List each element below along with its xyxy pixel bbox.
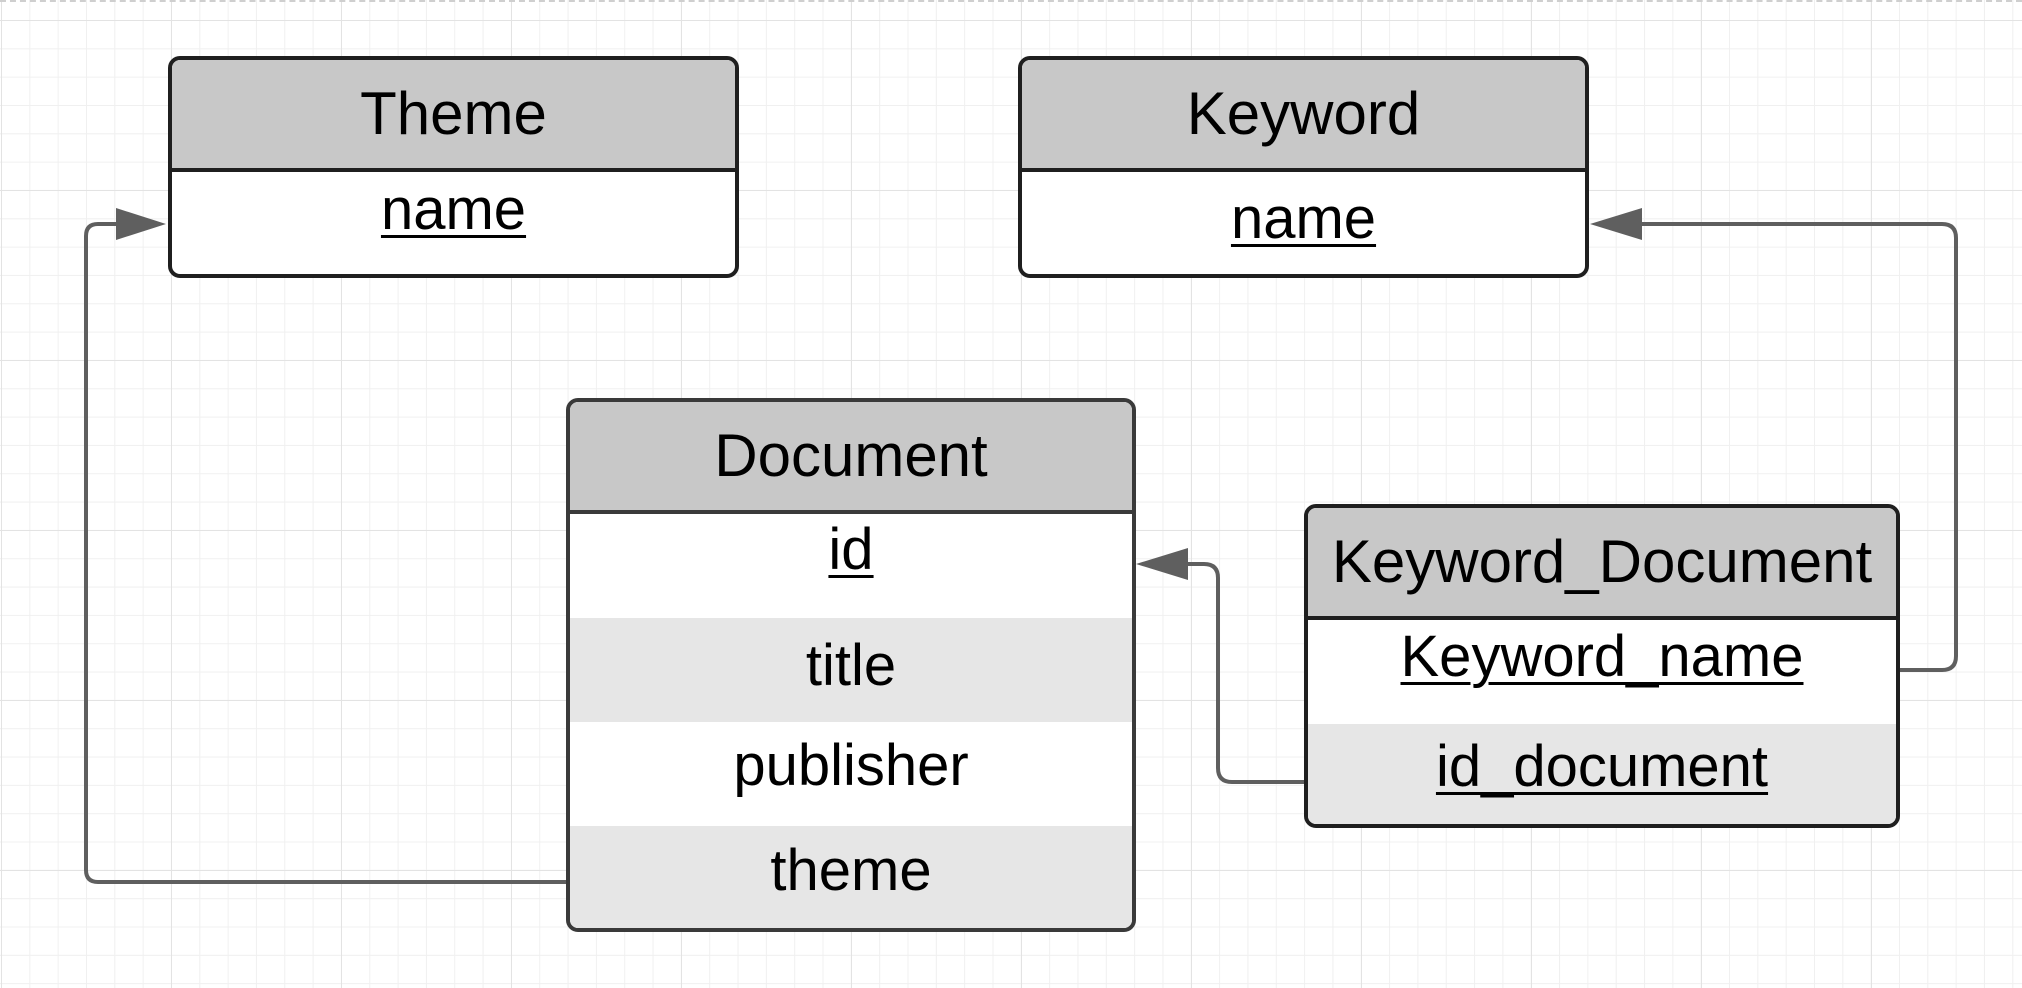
entity-theme-title: Theme — [172, 60, 735, 172]
field-label: name — [380, 177, 527, 242]
field-label: title — [805, 633, 897, 698]
canvas-top-edge — [0, 0, 2022, 2]
entity-document-field-theme[interactable]: theme — [570, 826, 1132, 928]
entity-document-field-publisher[interactable]: publisher — [570, 722, 1132, 826]
entity-theme-field-name[interactable]: name — [172, 172, 735, 274]
entity-keyword[interactable]: Keyword name — [1018, 56, 1589, 278]
arrowhead-keyword — [1590, 208, 1642, 240]
field-label: publisher — [733, 733, 969, 798]
field-label: theme — [770, 838, 932, 903]
entity-keyword-document[interactable]: Keyword_Document Keyword_name id_documen… — [1304, 504, 1900, 828]
field-label: id — [828, 517, 874, 582]
field-label: id_document — [1435, 734, 1769, 799]
entity-keyword-field-name[interactable]: name — [1022, 172, 1585, 274]
entity-document-title: Document — [570, 402, 1132, 514]
entity-document[interactable]: Document id title publisher theme — [566, 398, 1136, 932]
connector-id-document-to-document-id[interactable] — [1186, 562, 1304, 784]
entity-document-field-id[interactable]: id — [570, 514, 1132, 618]
entity-keyword-document-field-keyword-name[interactable]: Keyword_name — [1308, 620, 1896, 724]
arrowhead-theme — [116, 208, 166, 240]
entity-document-field-title[interactable]: title — [570, 618, 1132, 722]
entity-keyword-document-title: Keyword_Document — [1308, 508, 1896, 620]
entity-theme[interactable]: Theme name — [168, 56, 739, 278]
arrowhead-document — [1136, 548, 1188, 580]
entity-keyword-title: Keyword — [1022, 60, 1585, 172]
entity-keyword-document-field-id-document[interactable]: id_document — [1308, 724, 1896, 824]
connector-keyword-name-to-keyword[interactable] — [1640, 222, 1958, 672]
field-label: name — [1230, 186, 1377, 251]
connector-document-theme-to-theme-name[interactable] — [84, 222, 566, 884]
field-label: Keyword_name — [1400, 624, 1804, 689]
